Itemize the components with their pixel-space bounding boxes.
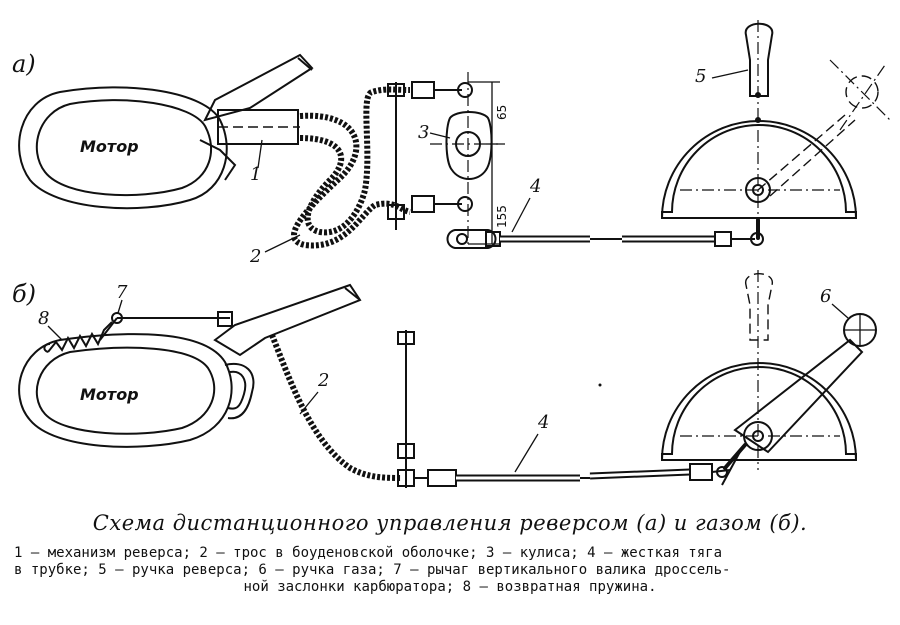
panel-label-b: б) — [12, 280, 36, 308]
part-number-2a: 2 — [249, 246, 261, 267]
part-number-7: 7 — [116, 282, 128, 303]
leader-3 — [429, 132, 451, 139]
cable-a-lower — [291, 112, 411, 249]
leader-7 — [117, 299, 123, 314]
leader-8 — [47, 325, 63, 341]
part-number-2b: 2 — [317, 370, 329, 391]
part-number-5: 5 — [695, 66, 706, 87]
schematic-drawing: а) Мотор 1 2 1 3 — [12, 20, 891, 488]
leader-1 — [257, 139, 263, 169]
part-number-8: 8 — [38, 308, 49, 329]
reverse-control-housing — [661, 20, 891, 240]
rod-clamp-mid-b — [397, 443, 415, 459]
rod-clamp-top-a — [387, 83, 405, 97]
leader-2a — [264, 234, 301, 253]
part-number-6: 6 — [820, 286, 831, 307]
part-number-4b: 4 — [537, 412, 549, 433]
rigid-rod-a — [485, 231, 764, 247]
rigid-rod-b — [414, 463, 731, 487]
panel-label-a: а) — [12, 50, 36, 78]
motor-label-b: Мотор — [80, 385, 139, 404]
cable-b — [269, 333, 403, 481]
leader-4a — [511, 197, 531, 233]
rod-clamp-bottom-a — [387, 204, 405, 220]
dimension-155: 155 — [495, 205, 509, 228]
motor-label-a: Мотор — [80, 137, 139, 156]
motor-a: Мотор — [18, 53, 314, 210]
rod-clamp-top-b — [397, 331, 415, 345]
leader-5 — [711, 69, 749, 79]
motor-b: Мотор — [18, 283, 362, 448]
caption-title: Схема дистанционного управления реверсом… — [92, 511, 808, 535]
dimension-65: 65 — [495, 105, 509, 120]
dimension-lines — [468, 81, 500, 245]
legend-line-3: ной заслонки карбюратора; 8 — возвратная… — [243, 579, 657, 595]
part-number-1: 1 — [250, 164, 261, 185]
legend-line-2: в трубке; 5 — ручка реверса; 6 — ручка г… — [14, 562, 731, 578]
leader-4b — [514, 433, 539, 473]
speck — [598, 383, 602, 387]
part-number-4a: 4 — [529, 176, 541, 197]
leader-6 — [831, 303, 849, 319]
part-number-3-label: 3 — [418, 122, 429, 143]
leader-2b — [299, 391, 319, 415]
legend-line-1: 1 — механизм реверса; 2 — трос в боудено… — [14, 545, 723, 561]
caption-legend: 1 — механизм реверса; 2 — трос в боудено… — [14, 545, 886, 596]
throttle-control-housing — [661, 270, 877, 486]
link-assembly — [411, 72, 505, 249]
